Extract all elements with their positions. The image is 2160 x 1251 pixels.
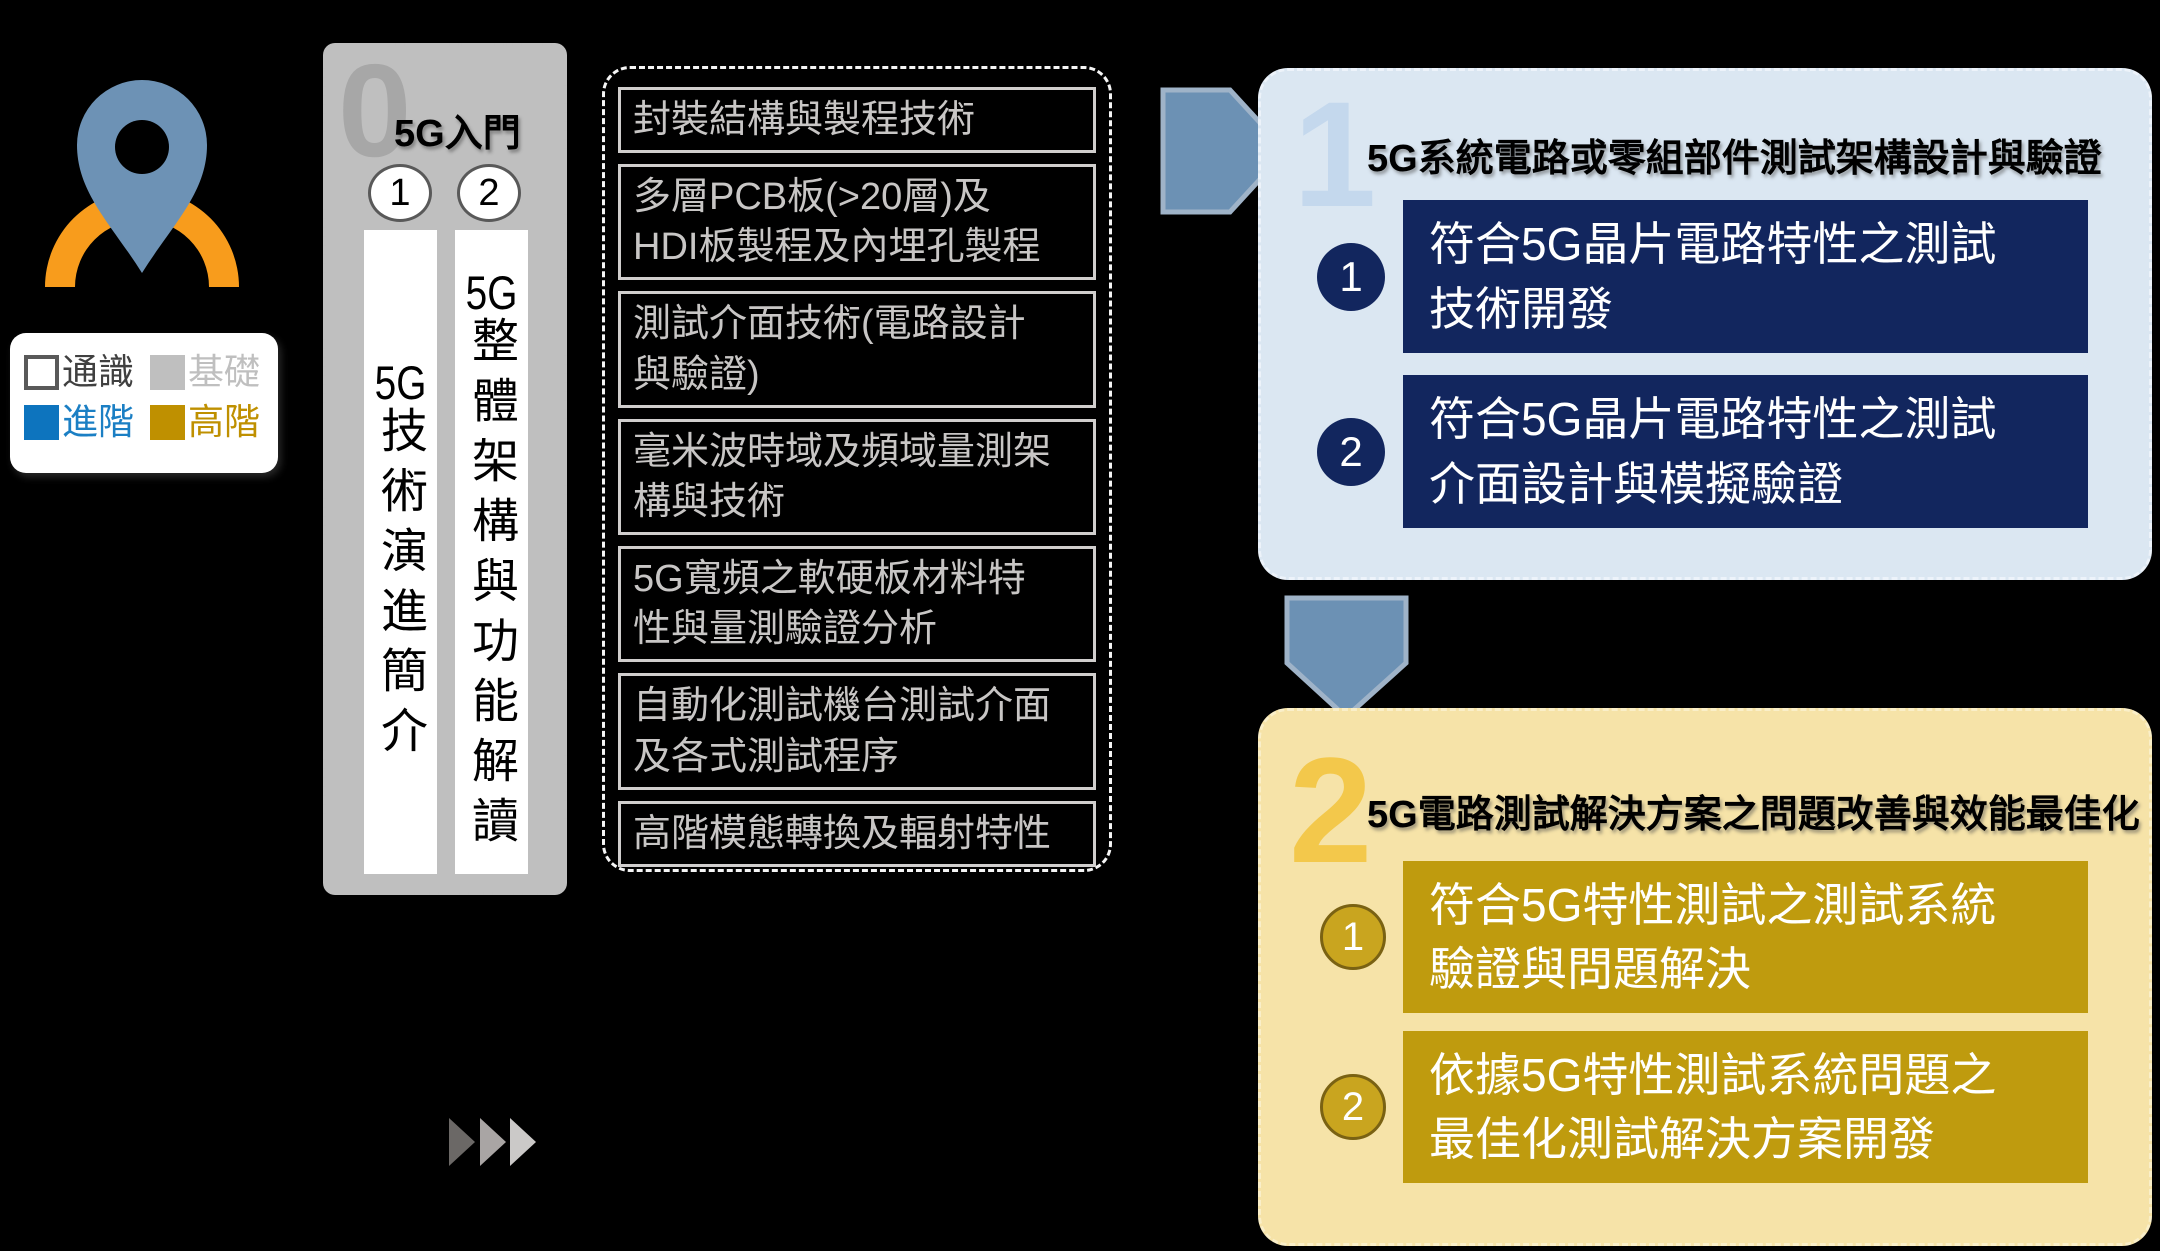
stage0-badge-1: 1 [368,164,432,222]
stage0-badge-2: 2 [457,164,521,222]
stage1-title: 5G系統電路或零組部件測試架構設計與驗證 [1367,138,2102,180]
stage2-item-1: 符合5G特性測試之測試系統 驗證與問題解決 [1403,861,2088,1013]
stage0-watermark-number: 0 [338,37,412,184]
legend-label: 基礎 [188,351,261,392]
curriculum-item: 毫米波時域及頻域量測架 構與技術 [618,418,1096,536]
general-swatch [24,354,59,390]
stage1-badge-1: 1 [1317,243,1385,311]
stage0-panel: 0 5G入門 1 2 5G技術演進簡介 5G整體架構與功能解讀 [323,37,567,895]
course-body: 整體架構與功能解讀 [465,315,518,856]
stage2-badge-1: 1 [1320,904,1386,970]
curriculum-item: 高階模態轉換及輻射特性 [618,800,1096,867]
stage1-watermark-number: 1 [1293,70,1377,238]
curriculum-item: 測試介面技術(電路設計 與驗證) [618,291,1096,408]
stage0-course-2: 5G整體架構與功能解讀 [455,230,528,874]
stage2-panel: 2 5G電路測試解決方案之問題改善與效能最佳化 1 符合5G特性測試之測試系統 … [1258,708,2152,1246]
course-body: 技術演進簡介 [374,405,427,766]
pin-shape [77,80,207,273]
curriculum-item: 5G寬頻之軟硬板材料特 性與量測驗證分析 [618,546,1096,663]
curriculum-item: 自動化測試機台測試介面 及各式測試程序 [618,673,1096,790]
stage1-item-1: 符合5G晶片電路特性之測試 技術開發 [1403,200,2088,353]
stage1-panel: 1 5G系統電路或零組部件測試架構設計與驗證 1 符合5G晶片電路特性之測試 技… [1258,68,2152,580]
advanced-swatch [24,404,59,440]
stage0-course-1: 5G技術演進簡介 [364,230,437,874]
level-legend: 通識 基礎 進階 高階 [10,333,278,473]
stage0-title: 5G入門 [394,113,521,155]
stage2-item-2: 依據5G特性測試系統問題之 最佳化測試解決方案開發 [1403,1031,2088,1183]
stage2-badge-2: 2 [1320,1074,1386,1140]
progression-triangles-icon [449,1118,536,1166]
legend-label: 進階 [62,401,135,442]
stage2-watermark-number: 2 [1289,726,1373,894]
legend-label: 通識 [62,351,135,392]
course-head: 5G [374,358,427,406]
legend-item-high: 高階 [150,404,276,440]
location-pin-icon [45,80,239,287]
pin-arc [45,190,239,287]
legend-row: 通識 基礎 [24,347,278,397]
high-swatch [150,404,185,440]
legend-label: 高階 [188,401,261,442]
legend-item-advanced: 進階 [24,404,150,440]
legend-row: 進階 高階 [24,397,278,447]
curriculum-list: 封裝結構與製程技術 多層PCB板(>20層)及 HDI板製程及內埋孔製程 測試介… [602,66,1112,872]
stage2-title: 5G電路測試解決方案之問題改善與效能最佳化 [1367,794,2140,836]
legend-item-general: 通識 [24,354,150,390]
stage1-badge-2: 2 [1317,418,1385,486]
stage1-item-2: 符合5G晶片電路特性之測試 介面設計與模擬驗證 [1403,375,2088,528]
course-head: 5G [465,268,518,316]
curriculum-item: 多層PCB板(>20層)及 HDI板製程及內埋孔製程 [618,164,1096,281]
curriculum-item: 封裝結構與製程技術 [618,87,1096,154]
legend-item-basic: 基礎 [150,354,276,390]
arrow-down-icon [1284,595,1409,720]
basic-swatch [150,354,185,390]
